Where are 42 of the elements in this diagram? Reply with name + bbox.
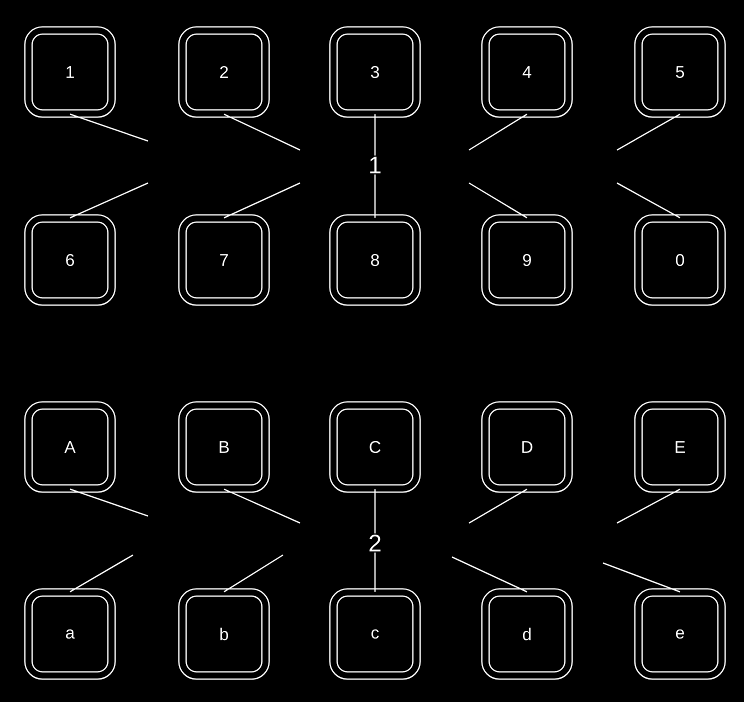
key-box: 8 (329, 214, 421, 306)
key-box: C (329, 401, 421, 493)
key-box: A (24, 401, 116, 493)
connector-line (70, 114, 148, 142)
connector-line (224, 554, 284, 592)
key-box: 3 (329, 26, 421, 118)
connector-line (468, 114, 528, 151)
key-box: a (24, 588, 116, 680)
key-box: 4 (481, 26, 573, 118)
connector-line (468, 182, 528, 218)
connector-line (70, 554, 134, 592)
connector-line (616, 488, 680, 524)
connector-line (616, 114, 680, 151)
key-box: d (481, 588, 573, 680)
connector-line (374, 552, 376, 592)
key-box: b (178, 588, 270, 680)
connector-line (374, 489, 376, 534)
key-box: 6 (24, 214, 116, 306)
connector-line (602, 562, 680, 592)
connector-line (224, 114, 300, 151)
connector-line (616, 182, 680, 218)
connector-line (224, 488, 300, 524)
connector-line (374, 114, 376, 156)
connector-line (468, 488, 528, 524)
key-box: 0 (634, 214, 726, 306)
key-box: 9 (481, 214, 573, 306)
key-box: D (481, 401, 573, 493)
connector-line (224, 182, 300, 218)
key-box: 5 (634, 26, 726, 118)
key-box: 1 (24, 26, 116, 118)
key-box: 2 (178, 26, 270, 118)
key-box: 7 (178, 214, 270, 306)
connector-line (70, 182, 148, 218)
key-box: E (634, 401, 726, 493)
key-box: B (178, 401, 270, 493)
connector-line (70, 488, 148, 517)
key-box: e (634, 588, 726, 680)
connector-line (374, 174, 376, 218)
connector-line (452, 556, 528, 592)
center-number: 1 (370, 156, 380, 174)
key-box: c (329, 588, 421, 680)
center-number: 2 (370, 534, 380, 552)
